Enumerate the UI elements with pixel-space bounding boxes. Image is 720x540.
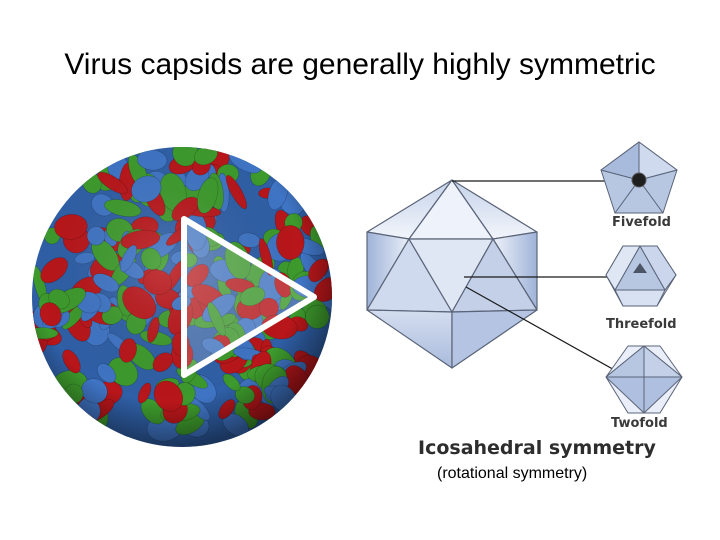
- play-icon[interactable]: [181, 216, 317, 378]
- twofold-label: Twofold: [611, 416, 668, 431]
- diagram-subcaption: (rotational symmetry): [437, 465, 588, 482]
- fivefold-label: Fivefold: [612, 215, 671, 230]
- fivefold-view: [600, 141, 678, 214]
- twofold-view: [605, 345, 683, 414]
- diagram-caption: Icosahedral symmetry: [418, 437, 656, 459]
- slide-title: Virus capsids are generally highly symme…: [64, 48, 656, 81]
- threefold-label: Threefold: [606, 317, 677, 332]
- large-icosahedron: [366, 179, 538, 369]
- threefold-view: [605, 245, 677, 307]
- fivefold-axis-marker: [631, 172, 647, 188]
